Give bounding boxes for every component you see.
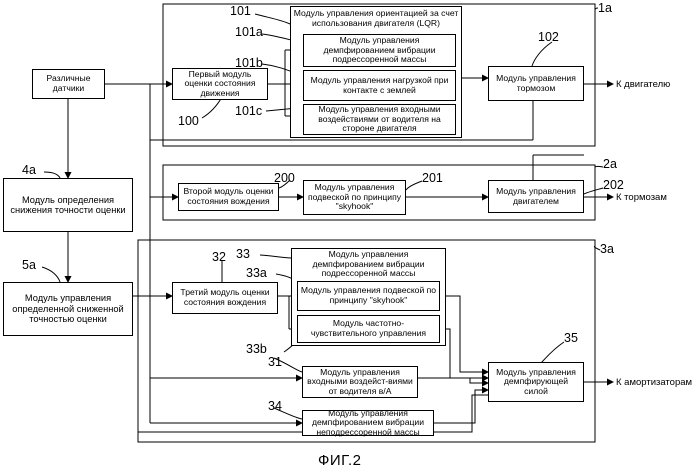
block-100-first-estimator: Первый модуль оценки состояния движения [172, 68, 268, 100]
ref-101a: 101a [235, 25, 263, 39]
ref-101c: 101c [235, 104, 262, 118]
ref-35: 35 [564, 331, 578, 345]
block-201-skyhook: Модуль управления подвеской по принципу … [303, 180, 406, 215]
block-200-second-estimator: Второй модуль оценки состояния вождения [178, 183, 279, 211]
ref-202: 202 [603, 178, 624, 192]
arrow-m31-35 [418, 378, 488, 383]
ref-32: 32 [212, 250, 226, 264]
ref-33: 33 [236, 247, 250, 261]
arrow-33b-35 [440, 329, 488, 378]
ref-100: 100 [178, 114, 199, 128]
block-5a-accuracy-management: Модуль управления определенной сниженной… [3, 282, 133, 336]
block-101c-driver-input: Модуль управления входными воздействиями… [303, 104, 456, 135]
block-4a-accuracy-detection: Модуль определения снижения точности оце… [3, 178, 133, 232]
block-31-driver-input: Модуль управления входными воздейст-виям… [302, 366, 418, 398]
ref-102: 102 [538, 30, 559, 44]
block-sensors: Различные датчики [32, 69, 105, 99]
block-202-engine: Модуль управления двигателем [488, 180, 584, 213]
ref-4a: 4a [22, 163, 36, 177]
block-101a-sprung-damping: Модуль управления демпфированием вибраци… [303, 34, 456, 67]
arrow-33a-35 [440, 296, 488, 372]
block-32-third-estimator: Третий модуль оценки состояния вождения [172, 282, 278, 314]
block-33b-frequency-sensitive: Модуль частотно-чувствительного управлен… [297, 315, 440, 343]
ref-101: 101 [230, 4, 251, 18]
ref-34: 34 [268, 399, 282, 413]
ref-201: 201 [422, 171, 443, 185]
ref-1a: 1a [598, 1, 612, 15]
block-35-damping-force: Модуль управления демпфирующей силой [488, 362, 584, 402]
ref-5a: 5a [22, 258, 36, 272]
ref-2a: 2a [603, 157, 617, 171]
block-102-brake: Модуль управления тормозом [488, 66, 584, 101]
output-to-engine: К двигателю [616, 79, 670, 90]
ref-33b: 33b [246, 342, 267, 356]
ref-3a: 3a [600, 242, 614, 256]
block-101b-ground-load: Модуль управления нагрузкой при контакте… [303, 70, 456, 101]
ref-31: 31 [268, 355, 282, 369]
block-33a-skyhook: Модуль управления подвеской по принципу … [297, 281, 440, 311]
ref-33a: 33a [246, 266, 267, 280]
output-to-dampers: К амортизаторам [616, 377, 692, 388]
block-34-unsprung-damping: Модуль управления демпфированием вибраци… [302, 410, 434, 436]
output-to-brakes: К тормозам [616, 192, 667, 203]
figure-caption: ФИГ.2 [318, 452, 362, 469]
